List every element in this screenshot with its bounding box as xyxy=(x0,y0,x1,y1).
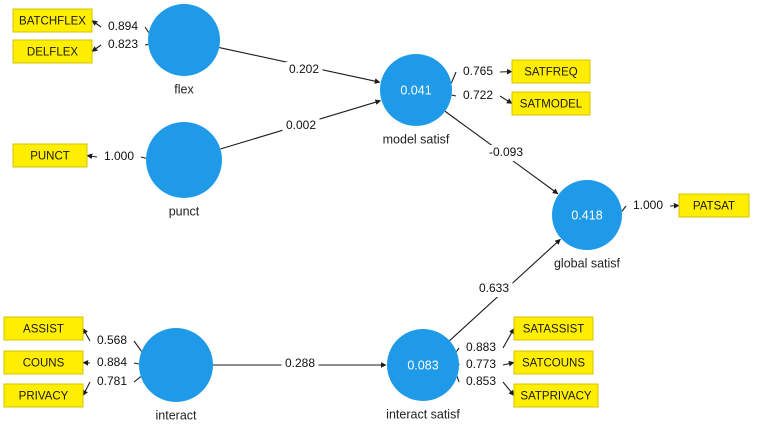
indicator-label-punct_ind: PUNCT xyxy=(30,151,70,163)
loading-edge-interact_satisf-satassist xyxy=(455,328,515,352)
loading-edge-global_satisf-patsat xyxy=(621,202,680,212)
indicator-satcouns[interactable]: SATCOUNS xyxy=(513,350,594,375)
latent-interact[interactable]: interact xyxy=(139,328,213,422)
indicator-label-assist: ASSIST xyxy=(23,324,64,336)
indicator-label-batchflex: BATCHFLEX xyxy=(19,16,86,28)
indicator-box-patsat[interactable] xyxy=(678,193,750,218)
loading-edge-interact-assist xyxy=(82,328,143,352)
latent-circle-flex[interactable] xyxy=(148,4,220,76)
indicator-box-couns[interactable] xyxy=(3,350,84,375)
indicator-satassist[interactable]: SATASSIST xyxy=(513,316,594,341)
loading-edge-interact-couns xyxy=(82,360,140,366)
loading-label-punct-punct_ind: 1.000 xyxy=(104,149,134,163)
latent-r2-interact_satisf: 0.083 xyxy=(407,358,438,372)
indicator-box-satprivacy[interactable] xyxy=(513,383,599,408)
latent-circle-model_satisf[interactable] xyxy=(380,54,452,126)
latent-circle-interact_satisf[interactable] xyxy=(387,329,459,401)
indicator-label-couns: COUNS xyxy=(23,358,65,370)
indicator-box-satfreq[interactable] xyxy=(511,59,591,84)
indicator-label-satmodel: SATMODEL xyxy=(520,99,583,111)
latent-flex[interactable]: flex xyxy=(148,4,220,96)
latent-punct[interactable]: punct xyxy=(146,122,222,218)
loading-label-model_satisf-satmodel: 0.722 xyxy=(463,88,493,102)
indicator-label-satassist: SATASSIST xyxy=(523,324,585,336)
indicator-box-punct_ind[interactable] xyxy=(12,143,88,168)
path-label-model_satisf-global_satisf: -0.093 xyxy=(489,145,523,159)
indicator-label-delflex: DELFLEX xyxy=(27,47,78,59)
indicator-box-privacy[interactable] xyxy=(3,383,84,408)
indicator-privacy[interactable]: PRIVACY xyxy=(3,383,84,408)
indicator-punct_ind[interactable]: PUNCT xyxy=(12,143,88,168)
loading-label-flex-batchflex: 0.894 xyxy=(108,19,138,33)
indicator-label-privacy: PRIVACY xyxy=(19,391,69,403)
indicator-box-delflex[interactable] xyxy=(12,39,93,64)
loading-label-interact-privacy: 0.781 xyxy=(97,374,127,388)
indicator-label-satfreq: SATFREQ xyxy=(524,67,578,79)
latent-r2-model_satisf: 0.041 xyxy=(400,83,431,97)
loading-label-model_satisf-satfreq: 0.765 xyxy=(463,64,493,78)
latent-name-global_satisf: global satisf xyxy=(554,256,621,270)
loading-edge-model_satisf-satmodel xyxy=(451,94,513,104)
indicator-satprivacy[interactable]: SATPRIVACY xyxy=(513,383,599,408)
loading-edge-model_satisf-satfreq xyxy=(450,68,513,84)
indicator-box-satmodel[interactable] xyxy=(511,91,591,116)
indicator-assist[interactable]: ASSIST xyxy=(3,316,84,341)
indicator-satfreq[interactable]: SATFREQ xyxy=(511,59,591,84)
path-label-flex-model_satisf: 0.202 xyxy=(289,62,319,76)
loading-label-flex-delflex: 0.823 xyxy=(108,37,138,51)
loading-edge-flex-delflex xyxy=(91,43,149,52)
latent-circle-interact[interactable] xyxy=(139,328,213,402)
latent-name-flex: flex xyxy=(174,82,194,96)
indicator-box-satassist[interactable] xyxy=(513,316,594,341)
latent-name-model_satisf: model satisf xyxy=(383,132,450,146)
indicator-batchflex[interactable]: BATCHFLEX xyxy=(12,8,93,33)
loading-edge-interact_satisf-satprivacy xyxy=(456,376,515,396)
path-label-bg xyxy=(282,118,320,134)
latent-name-interact_satisf: interact satisf xyxy=(386,407,460,421)
loading-label-interact_satisf-satassist: 0.883 xyxy=(466,340,496,354)
loading-edge-interact-privacy xyxy=(82,376,142,397)
nodes-layer: BATCHFLEX DELFLEX PUNCT ASSIST COUNS PRIVACY S… xyxy=(3,4,750,422)
edge-labels-layer: 0.894 0.823 1.000 0.765 0.722 1.000 0.568 0.884… xyxy=(97,19,663,388)
loading-edge-flex-batchflex xyxy=(91,20,150,33)
loading-label-interact-assist: 0.568 xyxy=(97,333,127,347)
path-label-bg xyxy=(281,356,319,372)
latent-circle-global_satisf[interactable] xyxy=(552,180,622,250)
path-label-punct-model_satisf: 0.002 xyxy=(286,118,316,132)
indicator-box-assist[interactable] xyxy=(3,316,84,341)
latent-model_satisf[interactable]: 0.041 model satisf xyxy=(380,54,452,146)
indicator-satmodel[interactable]: SATMODEL xyxy=(511,91,591,116)
loading-edge-punct-punct_ind xyxy=(86,153,147,160)
indicator-patsat[interactable]: PATSAT xyxy=(678,193,750,218)
latent-name-interact: interact xyxy=(156,408,198,422)
latent-r2-global_satisf: 0.418 xyxy=(571,208,602,222)
loading-label-global_satisf-patsat: 1.000 xyxy=(633,198,663,212)
loading-label-interact-couns: 0.884 xyxy=(97,355,127,369)
indicator-label-satcouns: SATCOUNS xyxy=(522,358,585,370)
indicator-box-satcouns[interactable] xyxy=(513,350,594,375)
path-label-bg xyxy=(484,145,528,161)
path-label-bg xyxy=(285,62,323,78)
loading-label-interact_satisf-satcouns: 0.773 xyxy=(466,357,496,371)
path-label-interact_satisf-global_satisf: 0.633 xyxy=(479,281,509,295)
indicator-box-batchflex[interactable] xyxy=(12,8,93,33)
indicator-couns[interactable]: COUNS xyxy=(3,350,84,375)
indicator-label-satprivacy: SATPRIVACY xyxy=(520,391,591,403)
path-label-interact-interact_satisf: 0.288 xyxy=(285,356,315,370)
path-label-bg xyxy=(475,281,513,297)
latent-circle-punct[interactable] xyxy=(146,122,222,198)
latent-name-punct: punct xyxy=(169,204,200,218)
indicator-label-patsat: PATSAT xyxy=(693,201,735,213)
latent-global_satisf[interactable]: 0.418 global satisf xyxy=(552,180,622,270)
latent-interact_satisf[interactable]: 0.083 interact satisf xyxy=(386,329,460,421)
indicator-delflex[interactable]: DELFLEX xyxy=(12,39,93,64)
loading-label-interact_satisf-satprivacy: 0.853 xyxy=(466,374,496,388)
